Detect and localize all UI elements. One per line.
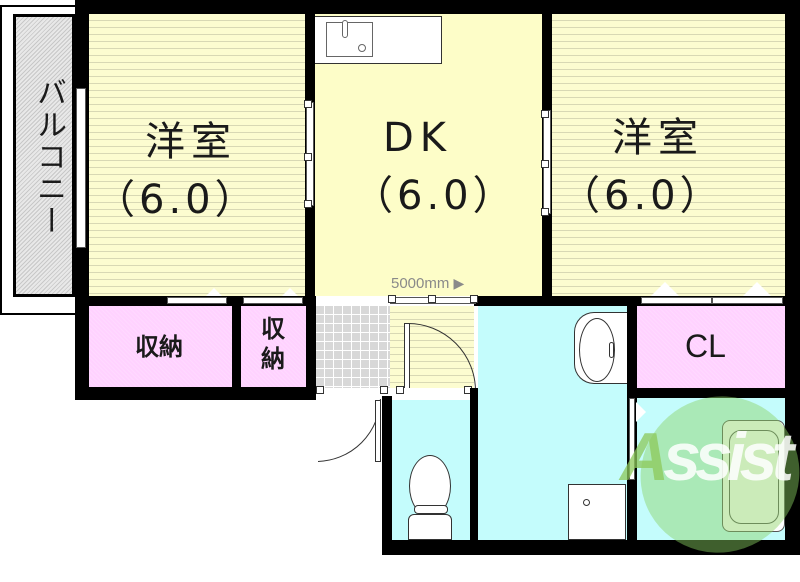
- watermark-letter-a: A: [620, 419, 669, 495]
- washing-machine-icon: [568, 484, 626, 540]
- wall-right: [785, 0, 800, 555]
- toilet-seat-icon: [414, 505, 448, 514]
- dining-kitchen: DK （6.0） 5000mm ▶: [315, 14, 542, 296]
- door-frame: [316, 386, 324, 394]
- wall-toilet-left: [382, 396, 392, 555]
- closet-door[interactable]: [641, 297, 712, 304]
- washing-machine-drain: [583, 499, 590, 506]
- kitchen-sink: [326, 22, 373, 57]
- entrance-door[interactable]: [318, 388, 386, 400]
- door-marker-icon: [206, 288, 222, 296]
- storage-door[interactable]: [167, 297, 227, 304]
- western-room-left: 洋室 （6.0）: [89, 14, 305, 296]
- door-frame: [541, 110, 549, 118]
- door-frame: [470, 295, 478, 303]
- watermark-letters-rest: ssist: [663, 419, 794, 495]
- washbasin-faucet-icon: [609, 342, 614, 358]
- door-frame: [541, 208, 549, 216]
- closet: CL: [637, 306, 785, 388]
- door-frame: [304, 100, 312, 108]
- wall-storage-divider: [232, 306, 241, 396]
- wall-top: [78, 0, 800, 14]
- door-marker-icon: [743, 282, 771, 296]
- door-marker-icon: [282, 288, 298, 296]
- western-room-right: 洋室 （6.0）: [552, 14, 785, 296]
- door-marker-icon: [651, 282, 679, 296]
- wall-closet-bottom: [637, 388, 785, 398]
- balcony-window: [76, 88, 86, 248]
- storage-label-line1: 収: [261, 315, 285, 343]
- bath-door[interactable]: [629, 398, 635, 480]
- wall-storage-bottom: [75, 387, 316, 400]
- storage-label-line2: 納: [261, 345, 285, 373]
- entrance: [316, 306, 390, 388]
- washroom: [478, 306, 628, 540]
- washbasin-bowl-icon: [579, 318, 615, 382]
- door-frame: [380, 386, 388, 394]
- storage-left: 収納: [89, 306, 232, 387]
- room-size: （6.0）: [560, 173, 724, 219]
- door-frame: [388, 295, 396, 303]
- room-size: （6.0）: [353, 173, 517, 219]
- closet-door[interactable]: [712, 297, 783, 304]
- door-frame: [428, 295, 436, 303]
- wall-middle-right: [474, 296, 800, 306]
- watermark-text: Assist: [620, 418, 794, 496]
- bathroom: [637, 398, 785, 540]
- door-marker-icon: [636, 402, 646, 422]
- entrance-door-leaf: [375, 400, 381, 462]
- door-frame: [396, 386, 404, 394]
- wall-storage-right: [306, 296, 316, 400]
- balcony-label: バルコニー: [31, 77, 66, 237]
- bathtub-inner-icon: [729, 430, 779, 524]
- door-frame: [304, 200, 312, 208]
- room-name: 洋室: [145, 119, 237, 165]
- storage-label: 収納: [135, 333, 183, 361]
- storage-door[interactable]: [243, 297, 303, 304]
- room-name: DK: [383, 115, 453, 161]
- closet-label: CL: [685, 328, 726, 364]
- dimension-label: 5000mm ▶: [391, 275, 464, 292]
- door-frame: [304, 153, 312, 161]
- toilet-tank-icon: [408, 514, 452, 540]
- wall-bottom: [382, 540, 800, 555]
- room-name: 洋室: [612, 115, 704, 161]
- faucet: [342, 20, 348, 38]
- storage-small: 収 納: [241, 306, 306, 387]
- wall-toilet-right: [470, 388, 478, 555]
- drain: [358, 44, 366, 52]
- dimension-arrow-icon: ▶: [453, 275, 465, 291]
- toilet-room: [392, 400, 470, 540]
- room-size: （6.0）: [95, 177, 259, 223]
- door-frame: [541, 160, 549, 168]
- balcony: バルコニー: [13, 14, 75, 297]
- dimension-text: 5000mm: [391, 275, 450, 292]
- hallway-threshold: [390, 388, 474, 400]
